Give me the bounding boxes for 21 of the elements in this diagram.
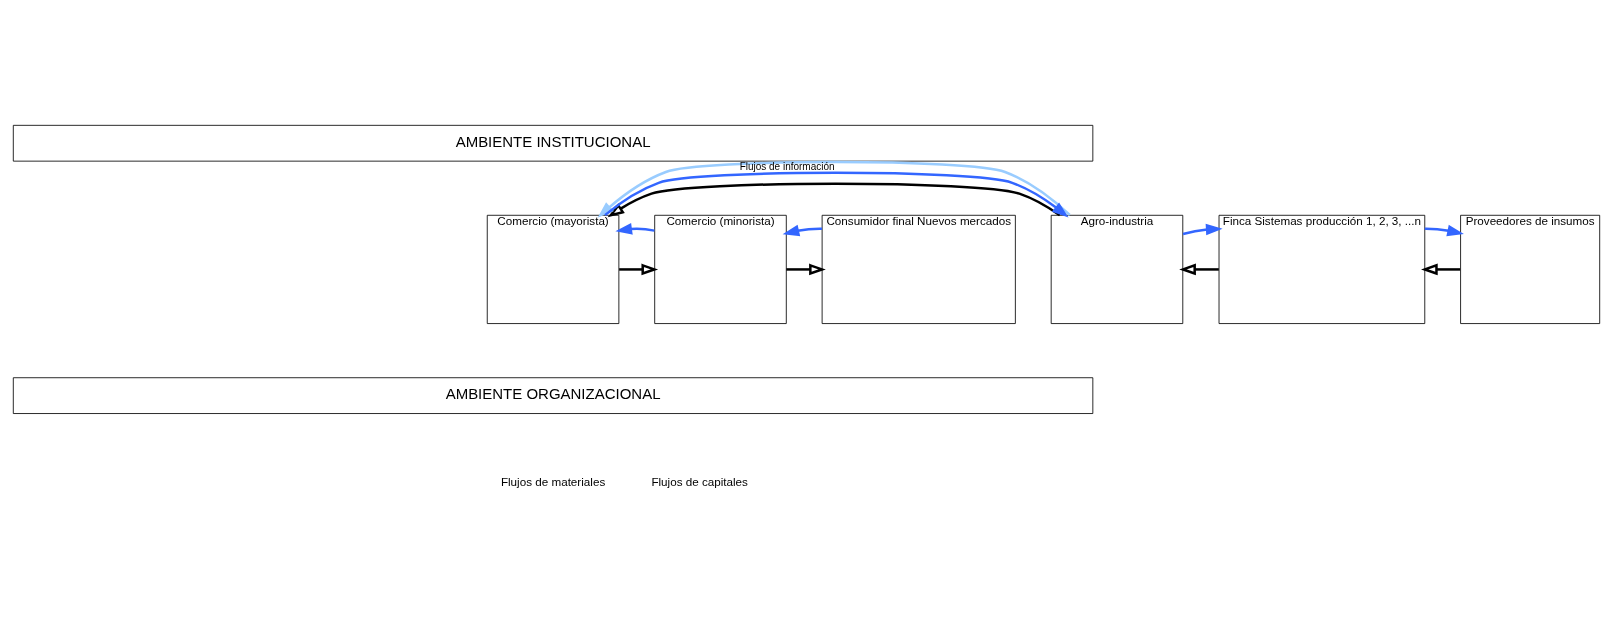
legend-label: Flujos de capitales xyxy=(651,474,748,488)
arrow xyxy=(1182,223,1223,235)
edge-label: Flujos de información xyxy=(739,160,835,172)
arrow xyxy=(615,222,655,235)
arrow xyxy=(786,263,826,275)
node-box: Comercio (minorista) xyxy=(654,214,787,324)
arrow xyxy=(782,224,822,236)
node-box: AMBIENTE INSTITUCIONAL xyxy=(12,124,1094,162)
arrow xyxy=(619,263,659,275)
node-box: Finca Sistemas producción 1, 2, 3, ...n xyxy=(1218,214,1426,324)
legend-label: Flujos de materiales xyxy=(500,474,606,488)
arrow xyxy=(607,182,1061,217)
node-box: Agro-industria xyxy=(1050,214,1184,324)
node-box: Comercio (mayorista) xyxy=(486,214,620,324)
node-box: AMBIENTE ORGANIZACIONAL xyxy=(12,376,1094,414)
arrow xyxy=(1424,224,1464,236)
node-box: Consumidor final Nuevos mercados xyxy=(821,214,1016,324)
arrow xyxy=(1179,263,1219,275)
node-box: Proveedores de insumos xyxy=(1460,214,1601,324)
arrow xyxy=(1421,263,1461,275)
arrow xyxy=(604,171,1069,217)
